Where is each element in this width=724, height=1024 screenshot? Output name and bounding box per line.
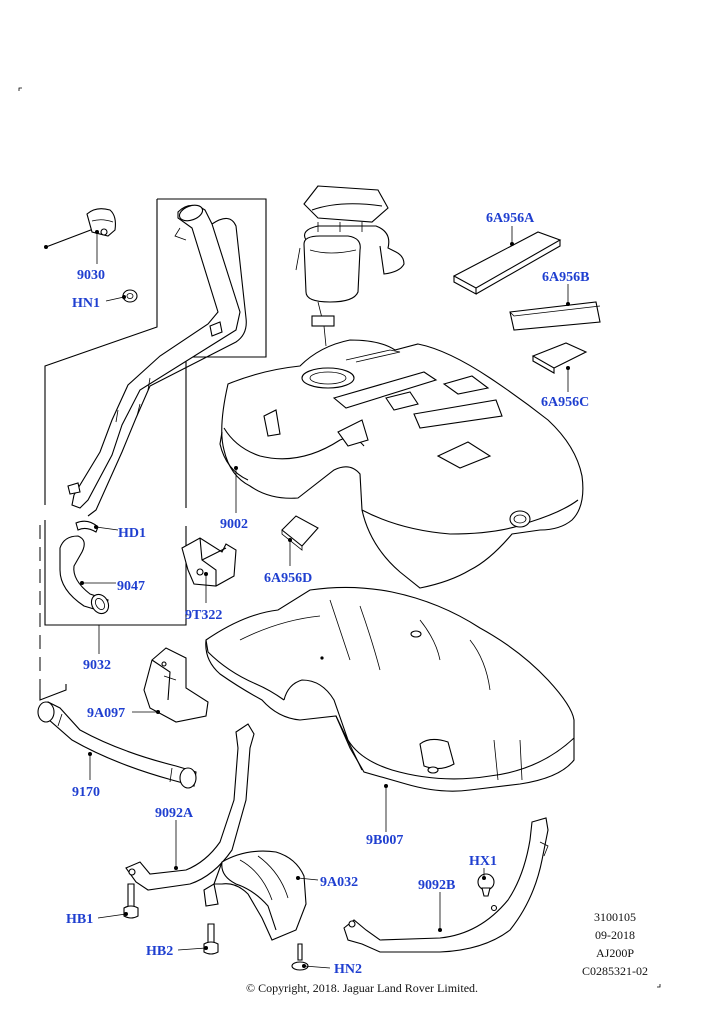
- shield-9a032-part: [203, 850, 307, 941]
- label-9032: 9032: [83, 658, 111, 673]
- vent-hose-part: [37, 701, 197, 789]
- pad-6a956a-part: [452, 231, 562, 295]
- fuel-pump-module-part: [295, 185, 405, 347]
- bracket-9t322-part: [181, 537, 237, 587]
- diagram-date: 09-2018: [595, 928, 635, 942]
- fuel-cap-part: [44, 208, 116, 249]
- label-hd1: HD1: [118, 526, 146, 541]
- label-hn2: HN2: [334, 962, 362, 977]
- pad-6a956b-part: [509, 301, 601, 331]
- bracket-9a097-part: [143, 647, 209, 723]
- label-6a956d: 6A956D: [264, 571, 312, 586]
- fastener-hx1-part: [477, 873, 495, 897]
- label-hb2: HB2: [146, 944, 173, 959]
- label-6a956a: 6A956A: [486, 211, 535, 226]
- label-9047: 9047: [117, 579, 145, 594]
- clip-hd1-part: [75, 520, 99, 533]
- pad-6a956d-part: [281, 515, 319, 551]
- label-9002: 9002: [220, 517, 248, 532]
- diagram-model: AJ200P: [595, 946, 634, 960]
- label-6a956c: 6A956C: [541, 395, 589, 410]
- label-9092b: 9092B: [418, 878, 455, 893]
- strap-9092a-part: [125, 723, 255, 891]
- crop-mark-top-left: [18, 87, 22, 91]
- label-9170: 9170: [72, 785, 100, 800]
- label-9092a: 9092A: [155, 806, 194, 821]
- nut-hn1-part: [122, 289, 138, 303]
- leader-lines: [80, 226, 570, 969]
- fuel-tank-part: [219, 339, 584, 589]
- diagram-reference: C0285321-02: [582, 964, 648, 978]
- label-9a097: 9A097: [87, 706, 125, 721]
- label-9b007: 9B007: [366, 833, 403, 848]
- copyright-notice: © Copyright, 2018. Jaguar Land Rover Lim…: [245, 981, 479, 995]
- hose-9047-part: [59, 535, 110, 615]
- label-hn1: HN1: [72, 296, 100, 311]
- tank-shield-part: [205, 586, 575, 792]
- label-hx1: HX1: [469, 854, 497, 869]
- label-6a956b: 6A956B: [542, 270, 589, 285]
- bolt-hb2-part: [203, 923, 219, 955]
- label-9a032: 9A032: [320, 875, 358, 890]
- label-9t322: 9T322: [185, 608, 222, 623]
- pad-6a956c-part: [531, 342, 588, 374]
- strap-9092b-part: [343, 817, 549, 953]
- label-9030: 9030: [77, 268, 105, 283]
- filler-group-bracket: [39, 198, 267, 701]
- crop-mark-bottom-right: [657, 984, 661, 988]
- filler-pipe-part: [67, 204, 247, 517]
- diagram-code: 3100105: [594, 910, 636, 924]
- diagram-info-block: 3100105 09-2018 AJ200P C0285321-02: [560, 908, 670, 980]
- label-hb1: HB1: [66, 912, 93, 927]
